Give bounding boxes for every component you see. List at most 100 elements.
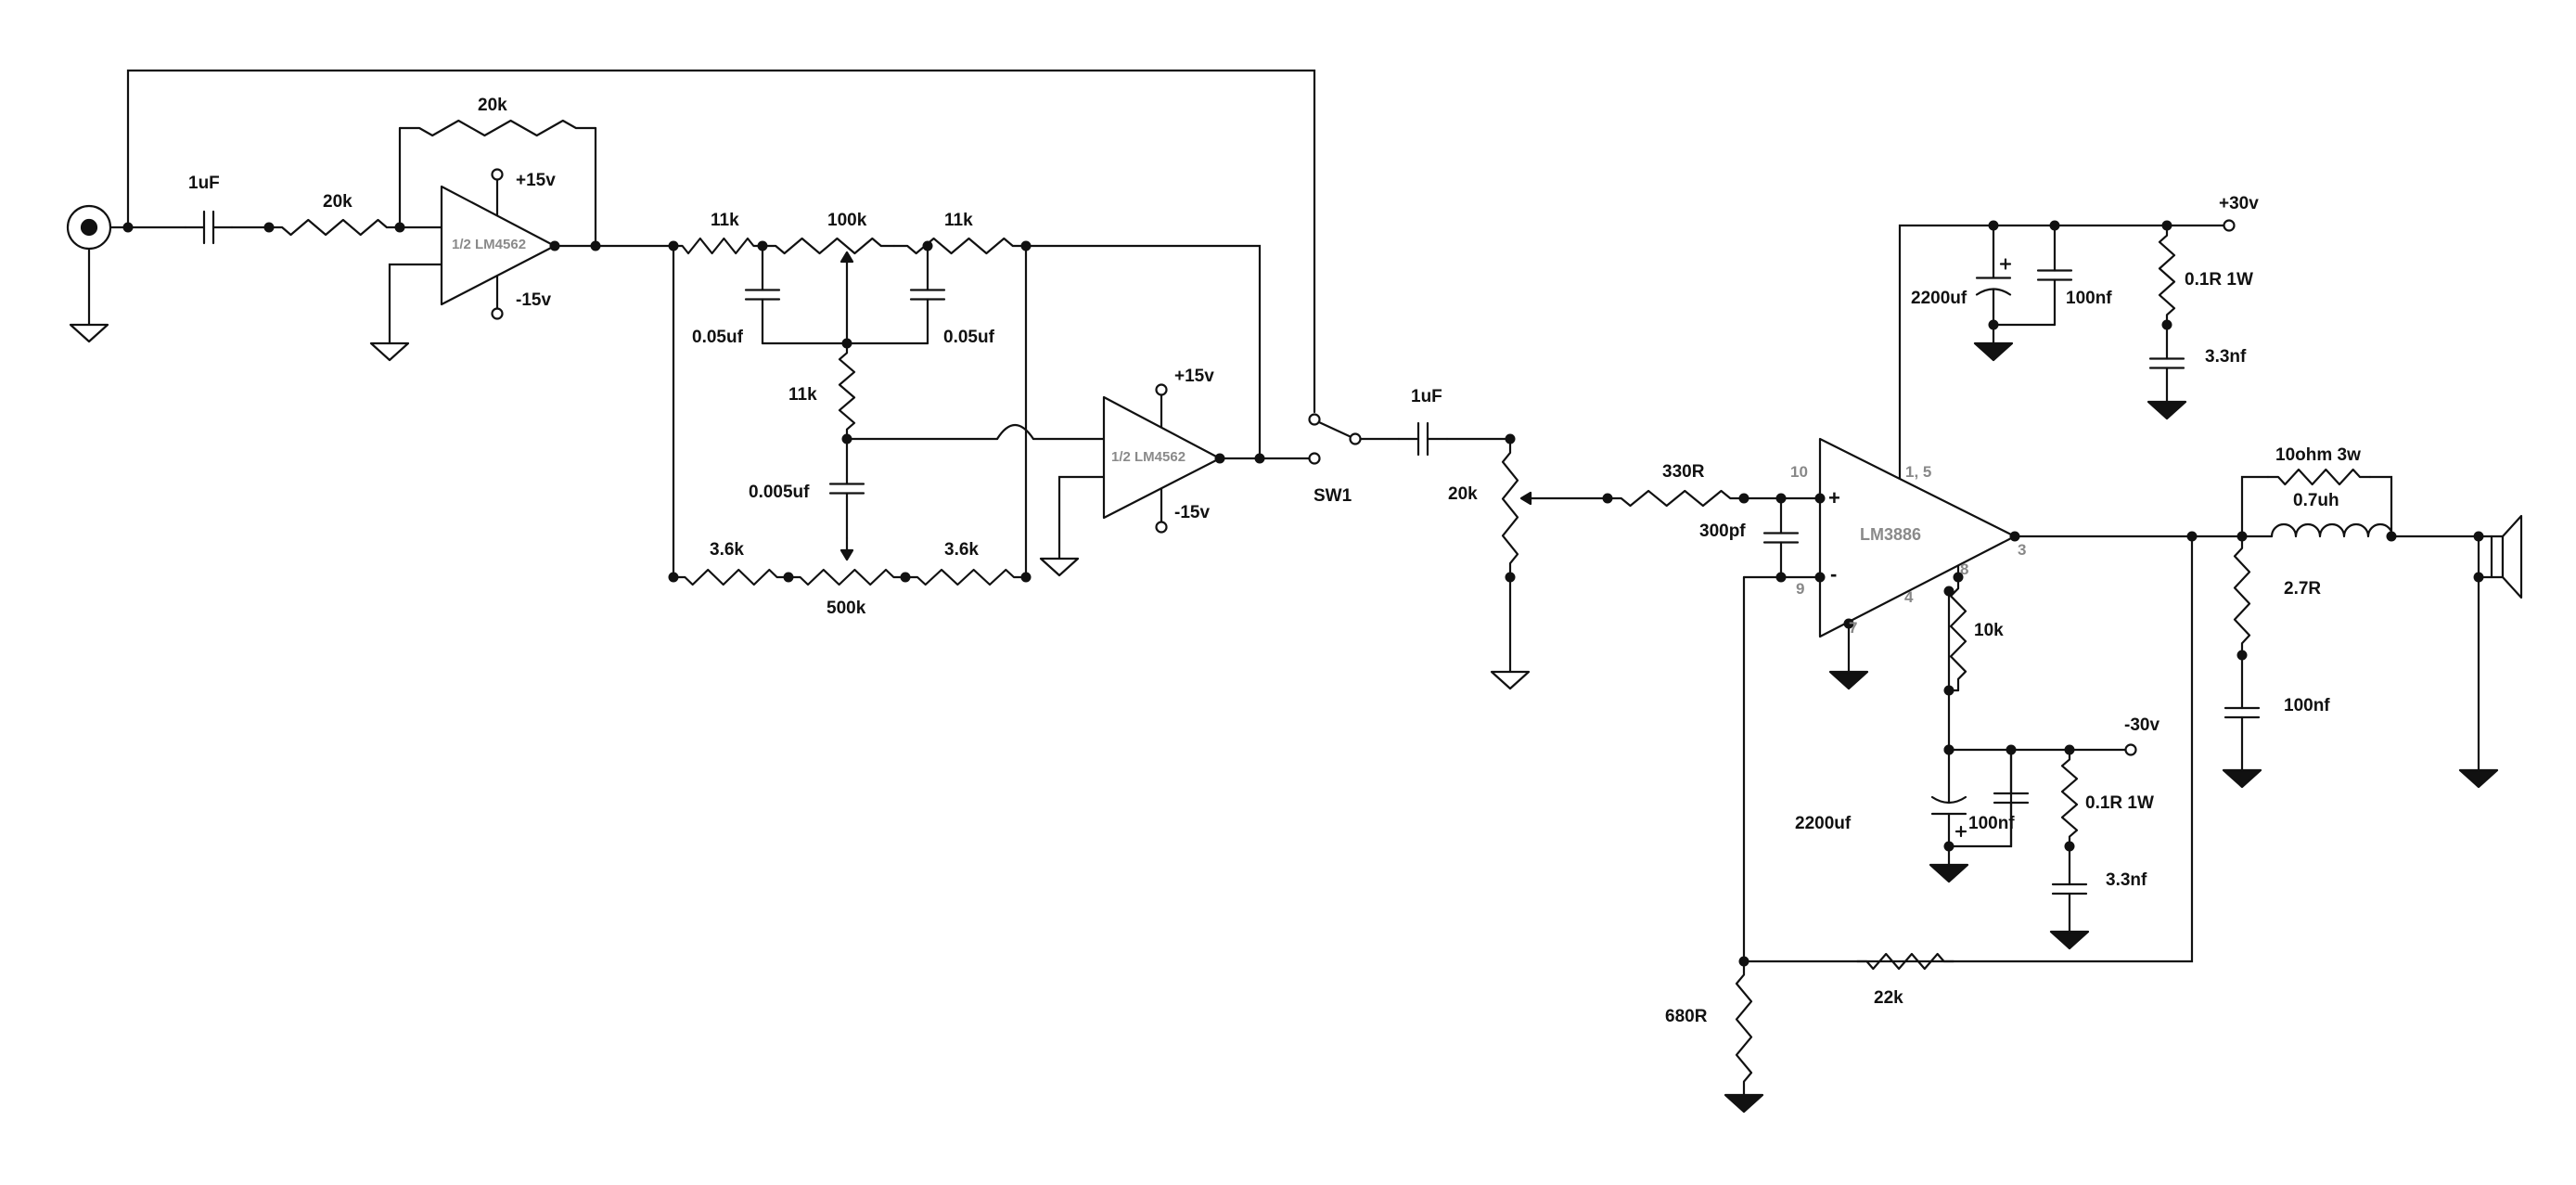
- feedback-22k-label: 22k: [1874, 988, 1903, 1008]
- junction-dot: [2161, 319, 2172, 330]
- tone-r-bot-right-label: 3.6k: [944, 540, 979, 560]
- resistor: [672, 568, 790, 586]
- lm3886-name: LM3886: [1860, 525, 1921, 544]
- neg-cap-bulk-label: 2200uf: [1795, 814, 1852, 833]
- feedback-resistor-label: 20k: [478, 96, 507, 115]
- wire: [126, 69, 1316, 414]
- pin-4-label: 4: [1904, 588, 1914, 606]
- resistor: [1949, 575, 1967, 692]
- neg-resistor-label: 0.1R 1W: [2085, 793, 2154, 813]
- ground-icon: [1973, 341, 2014, 362]
- pin-7-label: 7: [1849, 619, 1857, 637]
- inductor-coil: [2270, 522, 2394, 538]
- junction-dot: [757, 240, 768, 251]
- resistor: [787, 568, 907, 586]
- junction-dot: [2236, 531, 2248, 542]
- ground-icon: [2147, 400, 2187, 420]
- junction-dot: [263, 222, 275, 233]
- speaker-icon: [2490, 535, 2505, 579]
- tone-r-top-left-label: 11k: [711, 211, 739, 230]
- junction-dot: [1943, 841, 1954, 852]
- wire-crossover: [995, 423, 1035, 441]
- mute-resistor-label: 10k: [1974, 621, 2004, 640]
- junction-dot: [1214, 453, 1225, 464]
- junction-dot: [2473, 531, 2484, 542]
- capacitor-curved-plate: [1975, 288, 2012, 296]
- resistor: [672, 237, 764, 255]
- pos-cap-small-label: 3.3nf: [2205, 347, 2247, 367]
- ground-icon: [2458, 768, 2499, 789]
- junction-dot: [590, 240, 601, 251]
- zobel-cap-label: 100nf: [2284, 696, 2330, 715]
- junction-dot: [1943, 744, 1954, 755]
- switch-contact-bottom: [1308, 452, 1321, 465]
- opamp2-symbol: [1102, 395, 1222, 520]
- tone-r-bot-left-label: 3.6k: [710, 540, 744, 560]
- junction-dot: [1988, 220, 1999, 231]
- opamp2-name: 1/2 LM4562: [1111, 449, 1185, 465]
- junction-dot: [1943, 685, 1954, 696]
- switch-label: SW1: [1314, 486, 1352, 506]
- wire: [388, 263, 443, 345]
- tone-pot-top-label: 100k: [827, 211, 867, 230]
- junction-dot: [1254, 453, 1265, 464]
- resistor: [1501, 437, 1519, 579]
- junction-dot: [1505, 572, 1516, 583]
- junction-dot: [841, 338, 852, 349]
- junction-dot: [1953, 572, 1964, 583]
- ground-icon: [1929, 863, 1969, 883]
- junction-dot: [122, 222, 134, 233]
- volume-cap-label: 1uF: [1411, 387, 1442, 406]
- damping-resistor-label: 10ohm 3w: [2275, 445, 2361, 465]
- capacitor-curved-plate: [1930, 795, 1967, 805]
- opamp2-vpos-label: +15v: [1174, 367, 1214, 386]
- pin-8-label: 8: [1960, 560, 1968, 578]
- resistor: [1606, 489, 1746, 508]
- ground-icon: [1724, 1093, 1764, 1114]
- labels: 1uF 20k 20k 1/2 LM4562 +15v -15v 11k 100…: [188, 96, 2361, 1026]
- pa-input-cap-label: 300pf: [1699, 522, 1746, 541]
- resistor: [267, 218, 402, 237]
- switch-common: [1349, 432, 1362, 445]
- junction-dot: [1814, 493, 1826, 504]
- input-resistor-label: 20k: [323, 192, 352, 212]
- junction-dot: [783, 572, 794, 583]
- wire: [1898, 224, 2227, 483]
- ground-icon: [2049, 930, 2090, 950]
- junction-dot: [1738, 956, 1749, 967]
- junction-dot: [1843, 618, 1854, 629]
- polarity-mark: [1954, 825, 1967, 838]
- resistor: [904, 568, 1028, 586]
- resistor: [1735, 960, 1753, 1097]
- wire: [2240, 475, 2270, 538]
- junction-dot: [922, 240, 933, 251]
- pos-resistor-label: 0.1R 1W: [2185, 270, 2253, 290]
- junction-dot: [1814, 572, 1826, 583]
- junction-dot: [2064, 744, 2075, 755]
- wire: [1057, 475, 1106, 560]
- junction-dot: [668, 572, 679, 583]
- junction-dot: [1943, 586, 1954, 597]
- pa-input-resistor-label: 330R: [1662, 462, 1705, 482]
- tone-r-mid-label: 11k: [788, 385, 817, 405]
- junction-dot: [1020, 240, 1032, 251]
- ground-icon: [2222, 768, 2262, 789]
- switch-contact-top: [1308, 413, 1321, 426]
- lm3886-symbol: [1818, 437, 2017, 638]
- resistor: [838, 341, 856, 441]
- junction-dot: [2186, 531, 2198, 542]
- junction-dots: [122, 220, 2484, 967]
- junction-dot: [668, 240, 679, 251]
- pin-9-label: 9: [1796, 580, 1804, 598]
- wiper-arrow: [839, 548, 854, 561]
- pos-cap-bypass-label: 100nf: [2066, 289, 2112, 308]
- pa-plus-sign: +: [1828, 486, 1840, 509]
- opamp1-vneg-label: -15v: [516, 290, 551, 310]
- speaker-cone: [2501, 514, 2523, 599]
- neg-cap-bypass-label: 100nf: [1968, 814, 2015, 833]
- resistor: [2060, 748, 2079, 848]
- ground-icon: [1039, 557, 1080, 577]
- resistor: [892, 237, 1028, 255]
- resistor: [1855, 952, 1955, 971]
- opamp1-vpos-terminal: [491, 168, 504, 181]
